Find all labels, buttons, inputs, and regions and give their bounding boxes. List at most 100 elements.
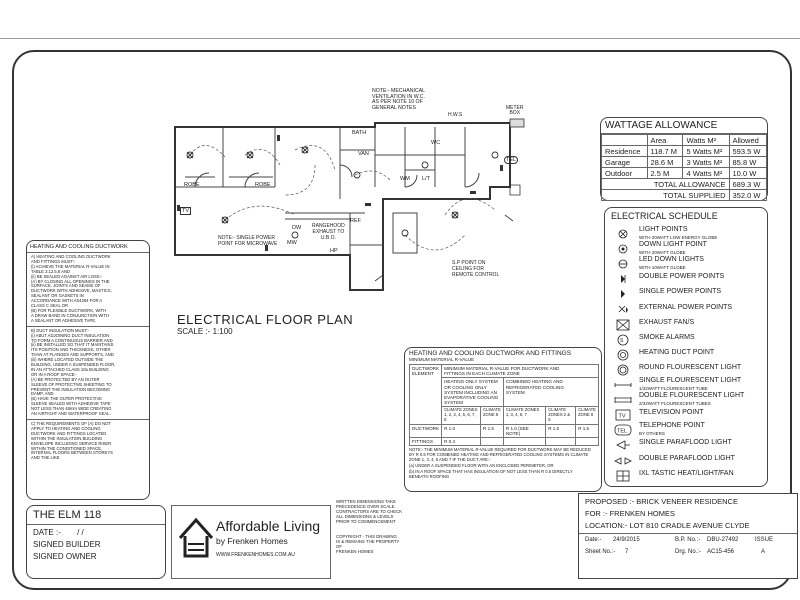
- cell: 10.0 W: [728, 167, 768, 179]
- schedule-label: LIGHT POINTS: [639, 226, 688, 233]
- round-fluorescent-icon: [613, 363, 633, 376]
- hc-subtitle: MINIMUM MATERIAL R-VALUE: [409, 357, 475, 362]
- schedule-label: LED DOWN LIGHTS: [639, 256, 704, 264]
- job-name: THE ELM 118: [27, 506, 165, 525]
- cell: 3 Watts M²: [682, 156, 730, 168]
- duct-notes-title: HEATING AND COOLING DUCTWORK: [27, 241, 149, 253]
- room-label-dw: DW: [292, 225, 302, 231]
- schedule-row: SINGLE POWER POINTS: [605, 286, 765, 301]
- schedule-label: TELEVISION POINT: [639, 409, 704, 417]
- schedule-label: DOUBLE PARAFLOOD LIGHT: [639, 454, 735, 462]
- duct-note-c: C) THE REQUIREMENTS OF (A) DO NOT APPLY …: [31, 421, 113, 461]
- for-line: FOR :- FRENKEN HOMES: [585, 509, 676, 518]
- hc-zone-4: CLIMATE ZONES 2 & 5: [545, 406, 577, 425]
- plan-scale: SCALE :- 1:100: [177, 327, 233, 336]
- project-details-box: PROPOSED :- BRICK VENEER RESIDENCE FOR :…: [578, 493, 798, 579]
- floor-plan: [174, 118, 525, 291]
- cell: Garage: [601, 156, 648, 168]
- wattage-header-watts: Watts M²: [682, 134, 730, 146]
- date-row: DATE :- / /: [27, 525, 165, 537]
- microwave-note: NOTE:- SINGLE POWER POINT FOR MICROWAVE: [218, 235, 278, 247]
- cell: 85.8 W: [728, 156, 768, 168]
- hc-zone-2: CLIMATE ZONE 8: [480, 406, 504, 425]
- room-label-mw: MW: [287, 240, 297, 246]
- duct-note-b: B) DUCT INSULATION MUST:- (i) ABUT ADJOI…: [27, 327, 149, 420]
- cell: R 1.0: [545, 423, 577, 439]
- wattage-header-allowed: Allowed: [728, 134, 768, 146]
- dimension-note: WRITTEN DIMENSIONS TAKE PRECEDENCE OVER …: [336, 499, 403, 524]
- job-box: THE ELM 118 DATE :- / / SIGNED BUILDER S…: [26, 505, 166, 579]
- exhaust-fan-icon: [613, 318, 633, 330]
- schedule-row: IXL TASTIC HEAT/LIGHT/FAN: [605, 468, 765, 483]
- logo-box: Affordable Living by Frenken Homes WWW.F…: [171, 505, 331, 579]
- duct-notes-panel: HEATING AND COOLING DUCTWORK A) HEATING …: [26, 240, 150, 500]
- room-label-lt: L/T: [422, 176, 430, 182]
- hc-note: NOTE:- THE MINIMUM MATERIAL R-VALUE REQU…: [409, 447, 591, 463]
- schedule-sublabel: WITH 10watt GLOBE: [639, 265, 686, 271]
- svg-text:TEL: TEL: [617, 429, 627, 435]
- hc-title: HEATING AND COOLING DUCTWORK AND FITTING…: [409, 350, 572, 357]
- wattage-total-supplied: TOTAL SUPPLIED 352.0 W: [601, 189, 768, 201]
- wattage-title: WATTAGE ALLOWANCE: [601, 118, 767, 134]
- split-system-note: S.P POINT ON CEILING FOR REMOTE CONTROL: [452, 260, 500, 278]
- top-edge-line: [0, 38, 800, 39]
- schedule-label: SINGLE FLOURESCENT LIGHT: [639, 377, 742, 384]
- cell: 2.5 M: [646, 167, 684, 179]
- hc-main-header: MINIMUM MATERIAL R-VALUE FOR DUCTWORK AN…: [441, 363, 599, 379]
- schedule-label: DOUBLE FLOURESCENT LIGHT: [639, 392, 745, 400]
- schedule-label: TELEPHONE POINT: [639, 422, 705, 430]
- logo-main-text: Affordable Living: [216, 518, 321, 534]
- schedule-label: SINGLE PARAFLOOD LIGHT: [639, 439, 732, 447]
- date-label: DATE :-: [33, 528, 61, 537]
- mech-vent-note: NOTE:- MECHANICAL VENTILATION IN W.C. AS…: [372, 88, 426, 111]
- cell: [575, 437, 599, 447]
- tv-point-label: TV: [180, 207, 192, 215]
- room-label-ref: REF: [350, 218, 361, 224]
- double-power-point-icon: [613, 272, 633, 284]
- schedule-row: SINGLE PARAFLOOD LIGHT: [605, 437, 765, 452]
- wattage-allowance-panel: WATTAGE ALLOWANCE Area Watts M² Allowed …: [600, 117, 768, 201]
- heating-cooling-table-panel: HEATING AND COOLING DUCTWORK AND FITTING…: [404, 347, 602, 492]
- wattage-header-area: Area: [646, 134, 684, 146]
- schedule-sublabel: WITH 20watt LOW ENERGY GLOBE: [639, 235, 718, 240]
- meter-box-label: METER BOX: [506, 105, 524, 116]
- hc-col-a: HEATING ONLY SYSTEM OR COOLING ONLY SYST…: [441, 377, 504, 408]
- hws-label: H.W.S: [448, 112, 463, 118]
- schedule-row: ROUND FLOURESCENT LIGHT: [605, 362, 765, 377]
- cell: [502, 437, 547, 447]
- total-supplied-value: 352.0 W: [728, 189, 768, 201]
- hc-element-header: DUCTWORK ELEMENT: [408, 364, 443, 425]
- svg-text:S: S: [620, 338, 624, 344]
- bp-label: B.P. No.:-: [675, 537, 701, 543]
- hc-zone-1: CLIMATE ZONES 1, 2, 3, 4, 5, 6, 7, 8: [441, 406, 481, 425]
- cell: FITTINGS: [408, 437, 443, 447]
- schedule-label: IXL TASTIC HEAT/LIGHT/FAN: [639, 469, 734, 477]
- schedule-row: HEATING DUCT POINT: [605, 347, 765, 362]
- cell: 118.7 M: [646, 145, 684, 157]
- schedule-row: LIGHT POINTS WITH 20watt LOW ENERGY GLOBE: [605, 226, 765, 241]
- room-label-wc: WC: [431, 140, 441, 146]
- external-power-point-icon: [613, 303, 633, 315]
- wattage-total-allowance: TOTAL ALLOWANCE 689.3 W: [601, 178, 768, 190]
- proposed-line: PROPOSED :- BRICK VENEER RESIDENCE: [585, 497, 738, 506]
- schedule-label: SMOKE ALARMS: [639, 333, 695, 341]
- cell: Residence: [601, 145, 648, 157]
- schedule-label: DOWN LIGHT POINT: [639, 241, 707, 249]
- double-paraflood-icon: [613, 454, 633, 466]
- dimension-notes-box: WRITTEN DIMENSIONS TAKE PRECEDENCE OVER …: [336, 499, 406, 579]
- schedule-title: ELECTRICAL SCHEDULE: [611, 211, 718, 221]
- cell: Outdoor: [601, 167, 648, 179]
- heating-duct-icon: [613, 348, 633, 361]
- signed-builder-label: SIGNED BUILDER: [33, 540, 101, 549]
- room-label-bath: BATH: [352, 130, 367, 136]
- room-label-robe-2: ROBE: [255, 182, 271, 188]
- date-field-value: 24/9/2015: [613, 537, 640, 543]
- bp-value: DBU-27492: [707, 537, 739, 543]
- smoke-alarm-icon: S: [613, 333, 633, 346]
- double-fluorescent-icon: [613, 393, 633, 405]
- issue-value: A: [761, 549, 766, 555]
